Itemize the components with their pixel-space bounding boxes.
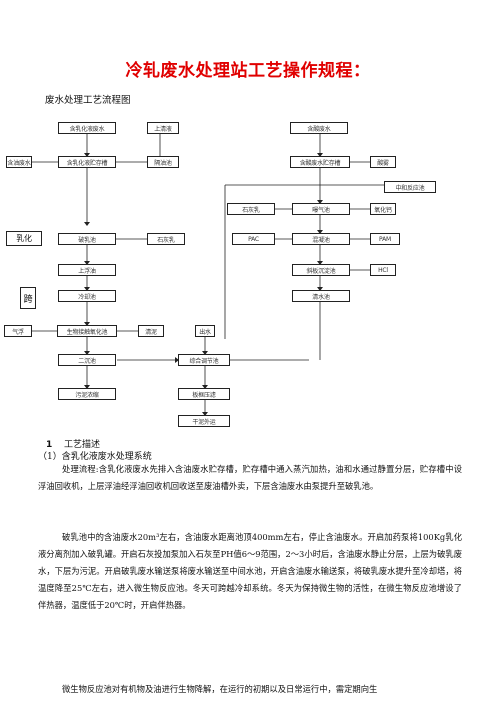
flow-box-neutralization-tank: 中和反应池 — [384, 181, 436, 193]
paragraph-biological-reaction: 微生物反应池对有机物及油进行生物降解，在运行的初期以及日常运行中，需定期向生 — [62, 684, 378, 694]
flow-box-dry-sludge-out: 干泥外运 — [178, 415, 230, 427]
flow-box-acid-mist: 酸雾 — [370, 156, 396, 168]
flow-box-clear-water-tank: 清水池 — [292, 290, 350, 302]
flow-box-pam: PAM — [370, 233, 400, 245]
flow-box-floating-oil: 上浮油 — [58, 264, 116, 276]
flow-box-emulsify: 乳化 — [6, 231, 42, 246]
diagram-subtitle: 废水处理工艺流程图 — [45, 95, 131, 106]
flow-box-coagulation-tank: 混凝池 — [292, 233, 350, 245]
section-heading: 1 工艺描述 — [46, 437, 100, 450]
flow-box-acid-tank: 含酸废水贮存槽 — [290, 156, 350, 168]
section-title: 工艺描述 — [64, 440, 101, 450]
flow-box-demulsification-tank: 破乳池 — [58, 233, 116, 245]
subsection-heading: （1）含乳化液废水处理系统 — [38, 452, 152, 462]
flow-box-bio-contact-oxidation: 生物接触氧化池 — [57, 325, 117, 337]
flow-box-aeration-tank: 曝气池 — [292, 203, 350, 215]
page-title: 冷轧废水处理站工艺操作规程： — [125, 61, 371, 81]
flow-box-supernatant: 上清液 — [147, 122, 179, 134]
flow-box-hcl: HCl — [370, 264, 396, 276]
flow-box-lime-milk-1: 石灰乳 — [227, 203, 275, 215]
flow-box-emulsion-tank: 含乳化液贮存槽 — [58, 156, 116, 168]
flow-box-filter-press: 板框压滤 — [178, 388, 230, 400]
flow-box-oily-wastewater: 含油废水 — [6, 156, 32, 168]
flow-box-sludge-thickening: 污泥浓缩 — [58, 388, 116, 400]
paragraph-demulsification: 破乳池中的含油废水20m³左右，含油废水距离池顶400mm左右，停止含油废水。开… — [38, 532, 462, 610]
flow-box-acid-wastewater: 含酸废水 — [290, 122, 348, 134]
flow-box-air-flotation: 气浮 — [4, 325, 32, 337]
flow-box-equalization-tank: 综合调节池 — [178, 354, 230, 366]
flow-box-cooling-tank: 冷却池 — [58, 290, 116, 302]
section-number: 1 — [46, 440, 53, 450]
flow-box-pac: PAC — [232, 233, 275, 245]
flow-box-bypass: 跨 — [20, 287, 36, 309]
flow-box-inclined-plate-settler: 斜板沉淀池 — [292, 264, 350, 276]
flow-box-sludge-clearing: 清泥 — [138, 325, 164, 337]
process-flow-diagram — [31, 134, 411, 416]
flow-box-effluent: 出水 — [195, 325, 215, 337]
flow-box-calcium-oxide: 氧化钙 — [370, 203, 396, 215]
flow-box-emulsion-wastewater: 含乳化液废水 — [58, 122, 116, 134]
paragraph-process-flow: 处理流程:含乳化液废水先排入含油废水贮存槽，贮存槽中通入蒸汽加热，油和水通过静置… — [38, 464, 462, 491]
flow-box-oil-separator: 隔油池 — [147, 156, 179, 168]
flow-box-lime-milk-2: 石灰乳 — [147, 233, 185, 245]
flow-box-secondary-clarifier: 二沉池 — [58, 354, 116, 366]
